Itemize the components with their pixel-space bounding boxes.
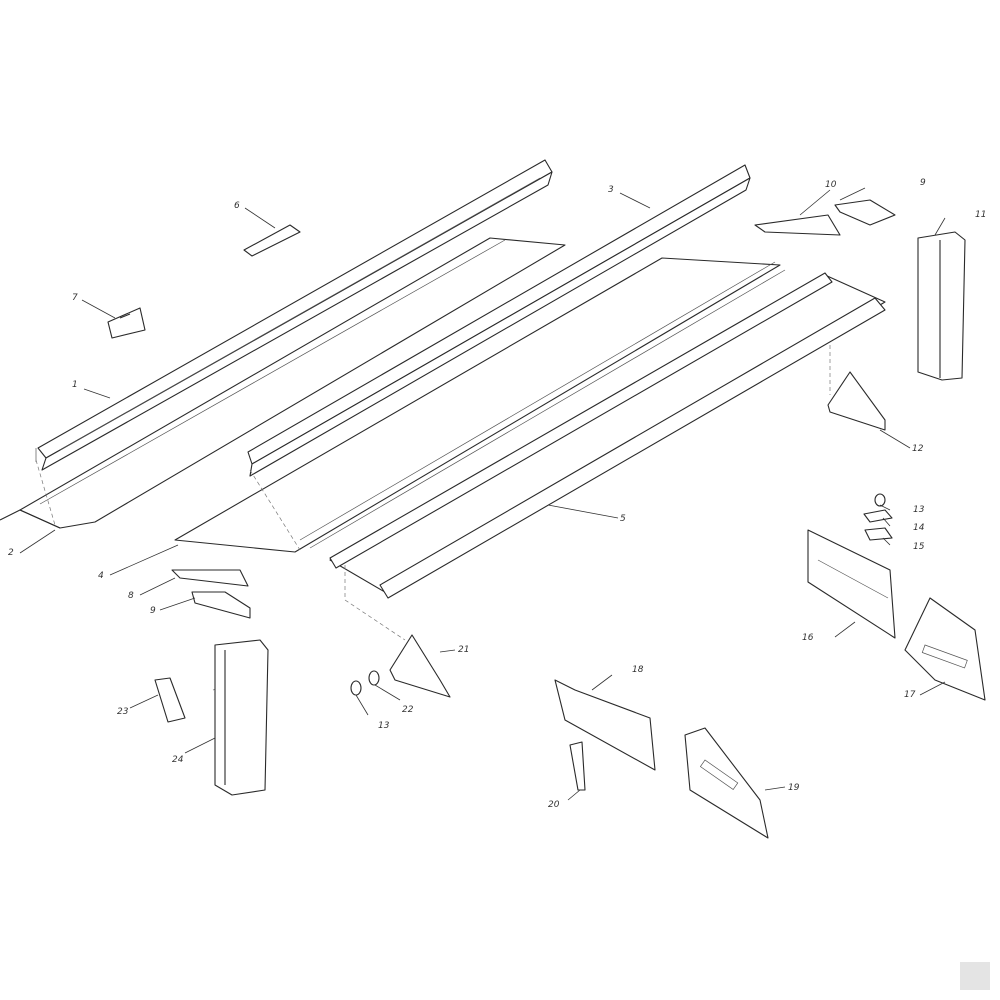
part-9a-plate — [191, 591, 251, 619]
part-1-rail — [35, 159, 553, 471]
callouts: 1 2 3 4 5 6 7 8 9 9 10 11 12 13 14 15 16… — [8, 178, 986, 810]
part-8-bracket — [171, 569, 249, 587]
callout-14: 14 — [913, 523, 925, 533]
callout-12: 12 — [912, 444, 924, 454]
callout-22: 22 — [402, 705, 414, 715]
part-12-gusset — [827, 371, 886, 431]
callout-19: 19 — [788, 783, 800, 793]
callout-10: 10 — [825, 180, 837, 190]
callout-9-lower: 9 — [150, 606, 156, 616]
leader-lines — [19, 187, 946, 801]
part-11-post — [917, 231, 966, 381]
callout-7: 7 — [72, 293, 78, 303]
part-7-bracket — [107, 307, 146, 339]
callout-13-left: 13 — [378, 721, 390, 731]
brand-logo — [960, 962, 990, 990]
callout-18: 18 — [632, 665, 644, 675]
part-21-gusset — [389, 634, 451, 698]
part-10-bracket — [754, 214, 841, 236]
part-13-15-hardware — [863, 493, 893, 541]
callout-3: 3 — [608, 185, 614, 195]
part-3-rail — [247, 164, 751, 477]
part-20-bracket — [569, 741, 586, 791]
part-5-tube-plate — [329, 272, 886, 599]
callout-6: 6 — [234, 201, 240, 211]
part-24-post — [214, 639, 269, 796]
part-2-plate — [0, 237, 566, 529]
callout-8: 8 — [128, 591, 134, 601]
callout-23: 23 — [117, 707, 129, 717]
callout-21: 21 — [458, 645, 469, 655]
part-23-plate — [154, 677, 186, 723]
part-17-panel — [904, 597, 986, 701]
part-4-plate — [174, 257, 786, 553]
callout-1: 1 — [72, 380, 78, 390]
part-9b-plate — [834, 199, 896, 226]
callout-5: 5 — [620, 514, 626, 524]
callout-15: 15 — [913, 542, 925, 552]
callout-20: 20 — [548, 800, 560, 810]
callout-9-upper: 9 — [920, 178, 926, 188]
part-18-panel — [554, 679, 656, 771]
callout-24: 24 — [172, 755, 184, 765]
callout-13-right: 13 — [913, 505, 925, 515]
part-19-panel — [684, 727, 769, 839]
callout-2: 2 — [8, 548, 14, 558]
callout-16: 16 — [802, 633, 814, 643]
part-16-panel — [807, 529, 896, 639]
callout-4: 4 — [98, 571, 104, 581]
callout-11: 11 — [975, 210, 986, 220]
part-22-13-hardware — [350, 670, 380, 696]
callout-17: 17 — [904, 690, 916, 700]
part-6-bracket — [243, 224, 301, 257]
